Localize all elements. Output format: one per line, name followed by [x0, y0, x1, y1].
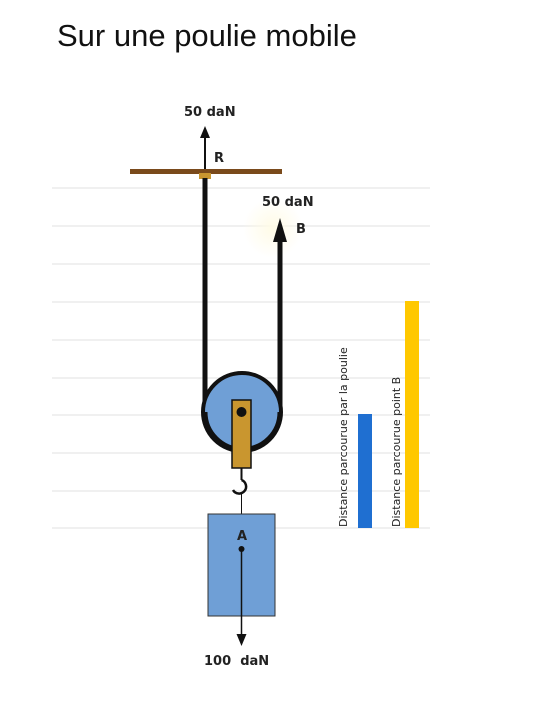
anchor-hook [199, 173, 211, 179]
hook-icon [231, 478, 248, 495]
point-r-label: R [214, 151, 224, 166]
pulley-axle [236, 407, 247, 417]
bar-pulley-label: Distance parcourue par la poulie [337, 347, 350, 527]
bar-point-b-label: Distance parcourue point B [390, 377, 403, 527]
point-b-label: B [296, 222, 306, 237]
force-bottom-label: 100 daN [204, 654, 269, 669]
force-arrow-top [200, 126, 210, 171]
force-top-label: 50 daN [184, 105, 236, 120]
ceiling-beam [130, 169, 282, 174]
weight-arrow-head [236, 634, 247, 646]
highlight-glow [243, 198, 303, 258]
force-arrow-b [273, 218, 287, 242]
point-a-label: A [237, 529, 247, 544]
force-b-label: 50 daN [262, 195, 314, 210]
page-title: Sur une poulie mobile [57, 18, 357, 53]
bar-pulley-distance [358, 414, 372, 528]
bar-point-b-distance [405, 301, 419, 528]
